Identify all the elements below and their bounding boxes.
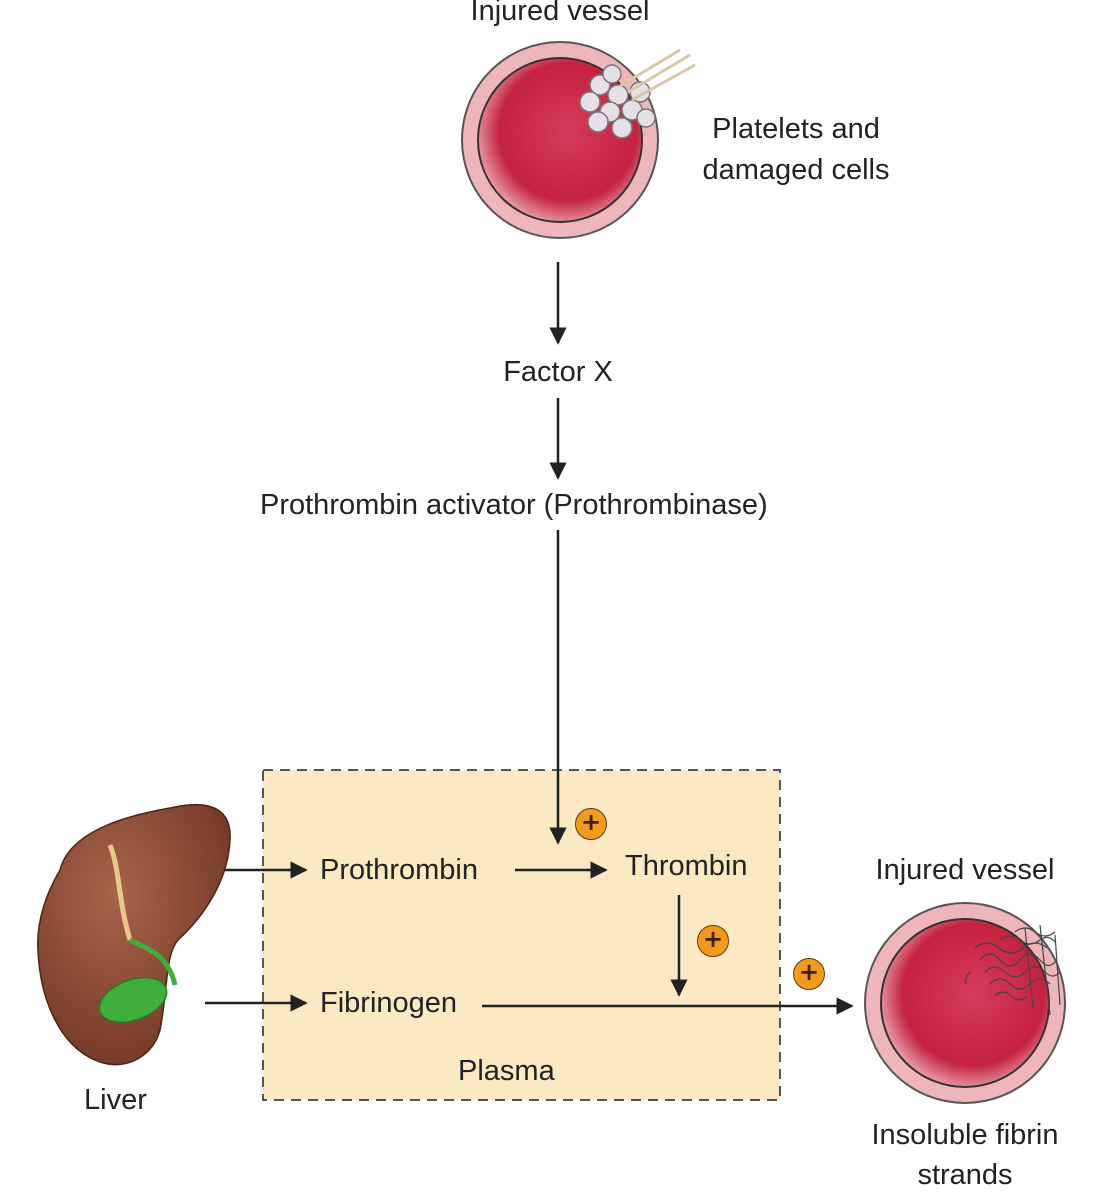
liver-graphic xyxy=(37,804,231,1066)
platelets-label-line1: Platelets and xyxy=(712,113,880,145)
fibrin-strands xyxy=(964,924,1061,1016)
liver-label: Liver xyxy=(84,1084,147,1116)
top-vessel-label: Injured vessel xyxy=(470,0,650,27)
activation-plus-icon: + xyxy=(697,925,729,957)
activation-plus-icon: + xyxy=(793,958,825,990)
platelets-cluster xyxy=(579,64,656,139)
fibrin-label-line1: Insoluble fibrin xyxy=(871,1119,1059,1151)
factor-x-label: Factor X xyxy=(503,356,613,388)
top-vessel-graphic xyxy=(461,41,696,239)
platelets-label-line2: damaged cells xyxy=(702,154,890,186)
prothrombin-label: Prothrombin xyxy=(320,854,478,886)
plasma-box xyxy=(262,769,781,1101)
thrombin-label: Thrombin xyxy=(625,850,748,882)
right-vessel-graphic xyxy=(864,902,1066,1104)
plasma-label: Plasma xyxy=(458,1055,555,1087)
activator-label: Prothrombin activator (Prothrombinase) xyxy=(260,489,768,521)
activation-plus-icon: + xyxy=(575,808,607,840)
fibrinogen-label: Fibrinogen xyxy=(320,987,458,1019)
right-vessel-label: Injured vessel xyxy=(875,854,1055,886)
fibrin-label-line2: strands xyxy=(917,1159,1013,1191)
